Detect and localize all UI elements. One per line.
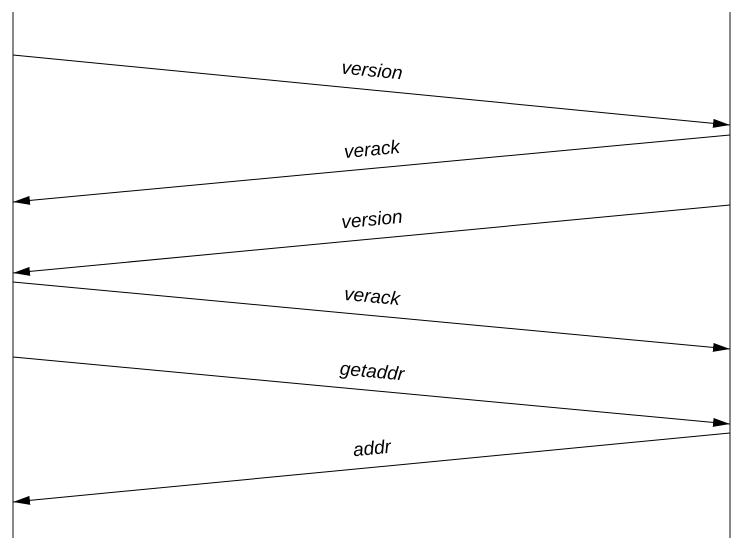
message-arrow [12,432,731,505]
message-arrow [12,134,731,205]
message-arrow [12,204,731,276]
message-label: getaddr [338,358,405,385]
message-label: verack [342,283,401,310]
message-arrow [12,356,731,427]
message-label: verack [342,136,401,163]
message-label: addr [351,436,392,461]
message-arrow [12,281,731,352]
message-arrow [12,54,731,128]
